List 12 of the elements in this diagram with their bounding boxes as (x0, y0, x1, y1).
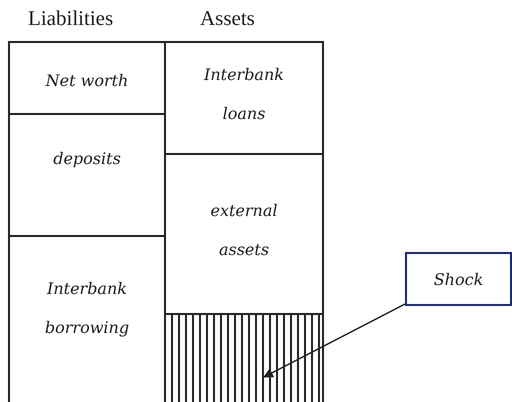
box-label: external assets (210, 200, 278, 261)
column-heading: Liabilities (28, 6, 114, 31)
balance-sheet-box (8, 41, 166, 115)
balance-sheet-box (164, 41, 324, 155)
box-label: Net worth (44, 70, 130, 92)
shock-box (405, 252, 512, 306)
column-heading: Assets (200, 6, 255, 31)
box-label: Shock (432, 269, 484, 291)
box-label: deposits (52, 148, 122, 170)
box-label: Interbank borrowing (44, 278, 130, 339)
arrow (263, 303, 406, 378)
box-label: Interbank loans (202, 64, 285, 125)
